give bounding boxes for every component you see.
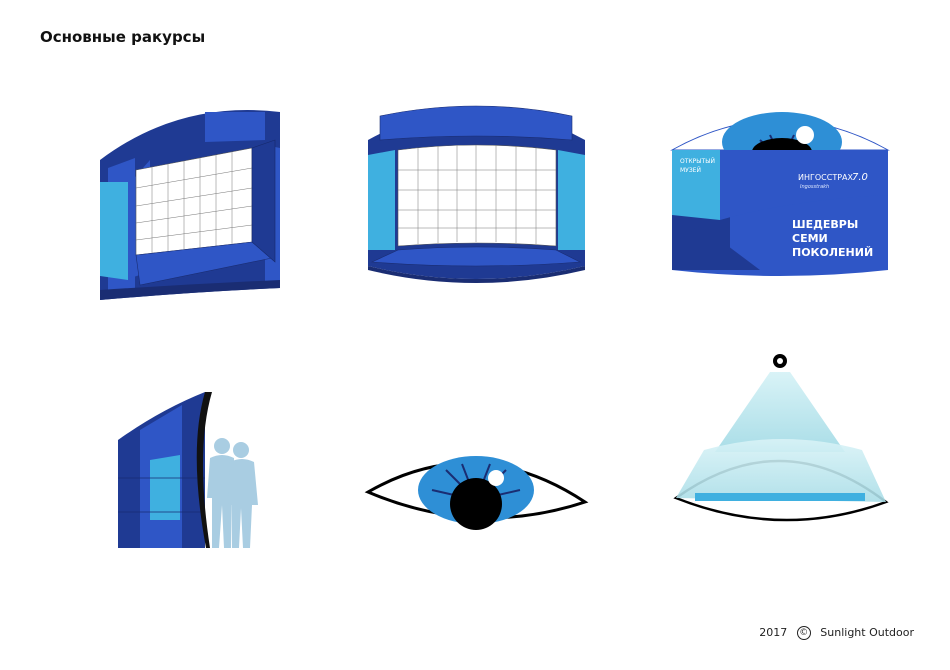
view-top-eye: [364, 456, 589, 530]
footer-year: 2017: [759, 626, 788, 639]
brand-script-text: Ingosstrakh: [800, 184, 829, 190]
museum-label-line2: МУЗЕЙ: [680, 167, 701, 174]
view-side-scale: [118, 392, 258, 548]
view-front: [368, 105, 585, 283]
view-perspective-three-quarter: [100, 110, 280, 300]
footer: 2017 © Sunlight Outdoor: [759, 626, 920, 640]
headline-line1: ШЕДЕВРЫ: [792, 218, 858, 231]
view-projection: [673, 354, 889, 522]
view-back-branded: ОТКРЫТЫЙ МУЗЕЙ ИНГОССТРАХ Ingosstrakh 7.…: [670, 112, 890, 276]
headline-line2: СЕМИ: [792, 232, 828, 245]
anniversary-badge: 7.0: [852, 172, 868, 183]
footer-company: Sunlight Outdoor: [820, 626, 914, 639]
copyright-icon: ©: [796, 626, 811, 640]
grid-screen: [397, 144, 557, 247]
pupil: [450, 478, 502, 530]
people-silhouettes: [207, 438, 258, 548]
headline-line3: ПОКОЛЕНИЙ: [792, 246, 873, 259]
brand-logo-text: ИНГОССТРАХ: [798, 173, 854, 182]
museum-label-line1: ОТКРЫТЫЙ: [680, 158, 715, 165]
page-title: Основные ракурсы: [40, 28, 206, 46]
